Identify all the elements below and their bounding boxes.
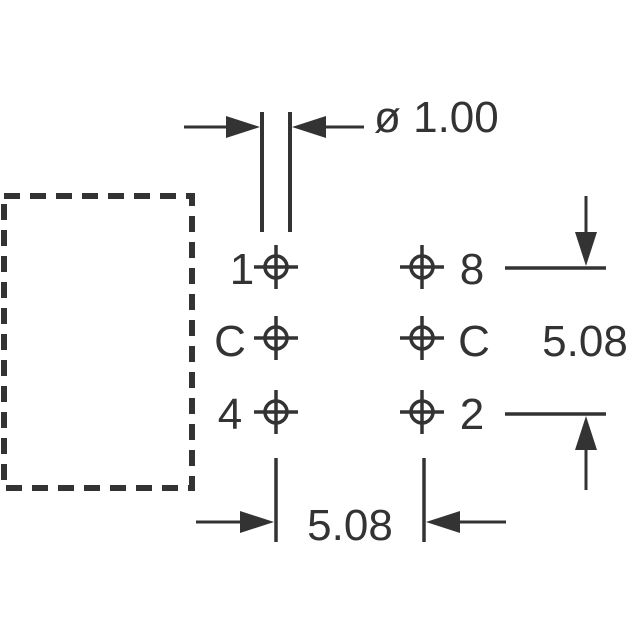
hole-diameter-dimension: ø 1.00 [184, 93, 499, 232]
pin-label-2: 2 [460, 390, 484, 439]
row-arrow-top-head [575, 232, 597, 266]
hole-arrow-right-head [292, 116, 326, 138]
hole-arrow-left-head [226, 116, 260, 138]
pin-label-c-left: C [214, 317, 246, 366]
column-pitch-label: 5.08 [307, 501, 393, 550]
pin-hole-2 [400, 390, 444, 434]
component-body-outline [1, 193, 195, 491]
pin-hole-c-right [400, 316, 444, 360]
hole-diameter-label: ø 1.00 [374, 93, 499, 142]
row-pitch-label: 5.08 [542, 317, 628, 366]
pin-label-1: 1 [230, 245, 254, 294]
column-arrow-right-head [426, 511, 460, 533]
pin-hole-1 [254, 245, 298, 289]
pin-label-8: 8 [460, 245, 484, 294]
row-pitch-dimension: 5.08 [505, 196, 628, 490]
pin-hole-c-left [254, 316, 298, 360]
pin-label-c-right: C [458, 317, 490, 366]
column-pitch-dimension: 5.08 [196, 458, 506, 550]
column-arrow-left-head [240, 511, 274, 533]
pin-label-4: 4 [218, 390, 242, 439]
pin-hole-4 [254, 390, 298, 434]
pin-hole-8 [400, 245, 444, 289]
row-arrow-bottom-head [575, 416, 597, 450]
